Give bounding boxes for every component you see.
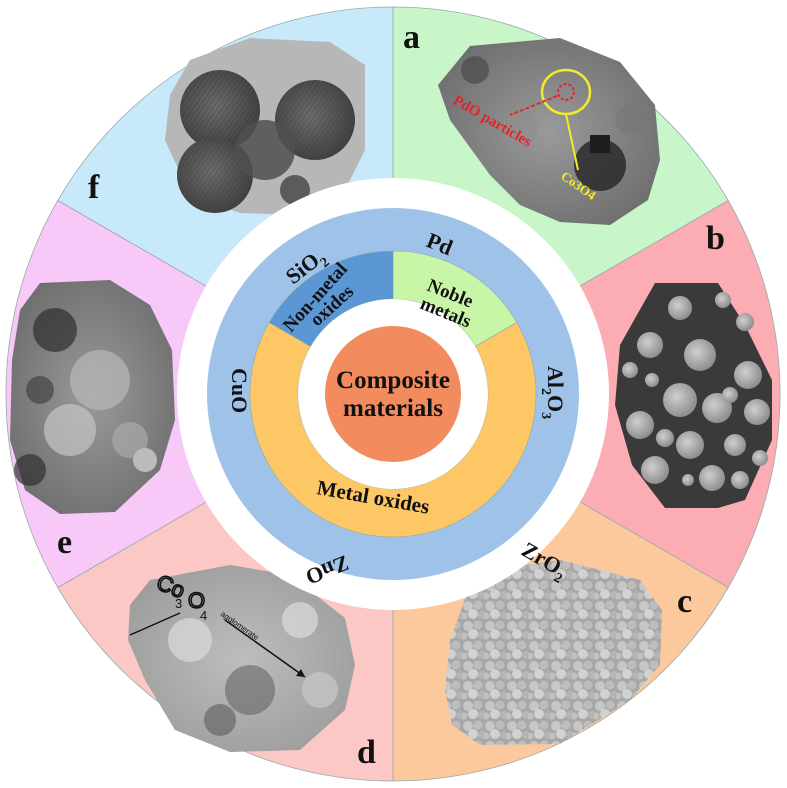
panel-c-image bbox=[445, 560, 662, 745]
panel-letter-d: d bbox=[357, 734, 376, 771]
panel-letter-a: a bbox=[403, 19, 420, 56]
center-title-line2: materials bbox=[343, 395, 443, 422]
co-sub-annotation: 3 bbox=[175, 596, 182, 611]
panel-letter-b: b bbox=[706, 220, 725, 257]
panel-b-image bbox=[615, 283, 772, 508]
panel-letter-c: c bbox=[677, 583, 692, 620]
center-circle bbox=[325, 326, 461, 462]
panel-f-image bbox=[165, 38, 365, 215]
center-title-line1: Composite bbox=[336, 367, 450, 394]
panel-a-image: PdO particles Co3O4 bbox=[438, 38, 660, 225]
material-al2o3: Al2O3 bbox=[538, 366, 568, 419]
svg-text:Al2O3: Al2O3 bbox=[538, 366, 568, 419]
o-sub-annotation: 4 bbox=[200, 608, 207, 623]
panel-letter-f: f bbox=[88, 169, 100, 206]
panel-d-image: Co 3 O 4 agglomerate bbox=[128, 565, 355, 752]
svg-text:CuO: CuO bbox=[227, 368, 252, 413]
panel-letter-e: e bbox=[57, 524, 72, 561]
panel-e-image bbox=[10, 280, 175, 514]
material-cuo: CuO bbox=[227, 368, 252, 413]
o-annotation: O bbox=[188, 588, 205, 613]
